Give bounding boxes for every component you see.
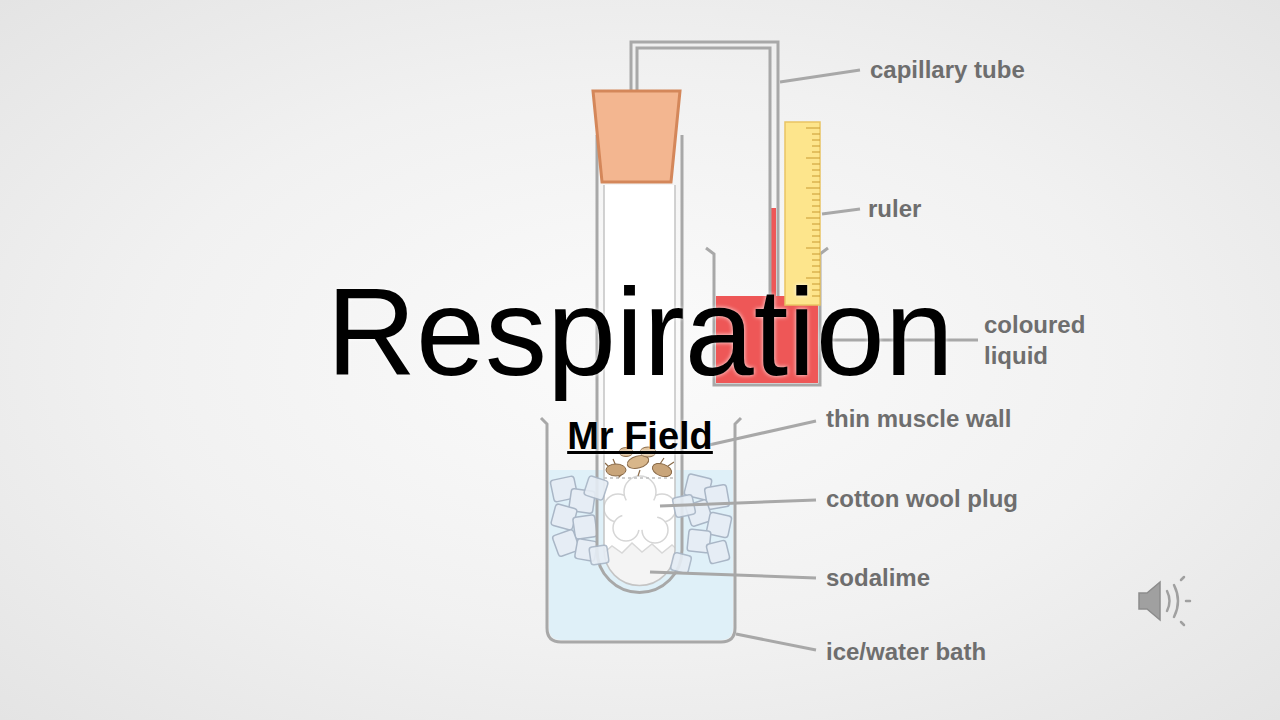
tube-contents xyxy=(600,446,680,600)
part-label: coloured liquid xyxy=(984,309,1094,371)
bung xyxy=(593,91,680,182)
part-label: capillary tube xyxy=(870,54,1025,85)
ice-cubes-front xyxy=(583,475,695,574)
part-label: ice/water bath xyxy=(826,636,986,667)
part-label: ruler xyxy=(868,193,921,224)
part-label: thin muscle wall xyxy=(826,403,1011,434)
part-label: sodalime xyxy=(826,562,930,593)
cotton-wool-plug xyxy=(604,476,676,543)
speaker-icon xyxy=(1139,577,1190,625)
title: Respiration xyxy=(326,270,953,394)
water xyxy=(549,470,733,640)
gauze xyxy=(604,477,675,479)
part-label: cotton wool plug xyxy=(826,483,1018,514)
author-caption: Mr Field xyxy=(567,416,713,458)
